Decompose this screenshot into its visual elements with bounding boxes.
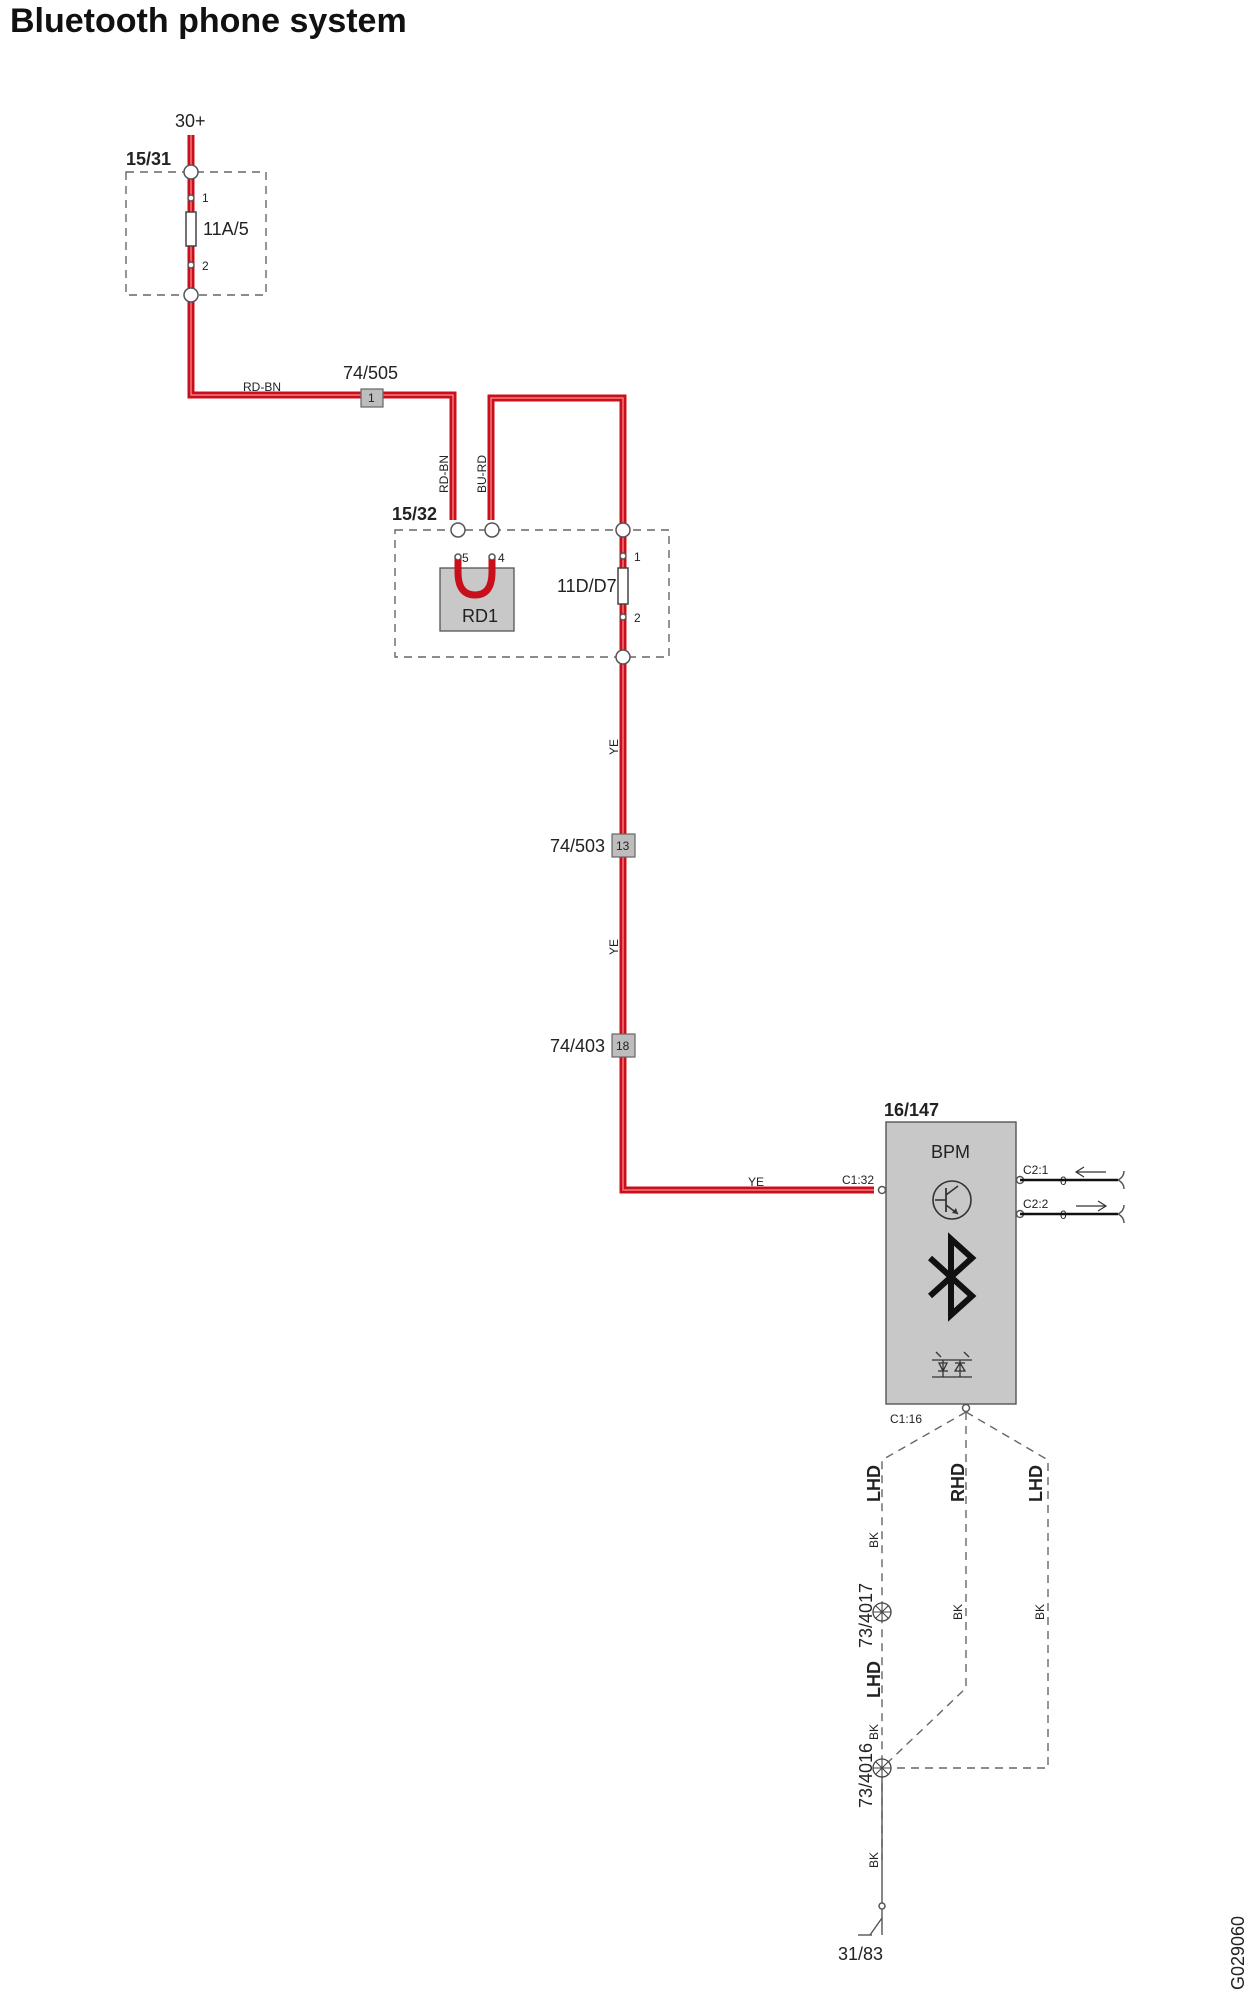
wire-code-ye-1: YE [607, 739, 621, 755]
terminal [183, 164, 199, 180]
rhd-label: RHD [948, 1463, 968, 1502]
pin-c2-2-label: C2:2 [1023, 1197, 1049, 1211]
wire-code-bu-rd: BU-RD [475, 455, 489, 493]
ground-point-icon [872, 1758, 892, 1778]
lhd-label-right: LHD [1026, 1465, 1046, 1502]
fuse-11d-d7-symbol [617, 567, 629, 605]
fuse-pin-1: 1 [202, 191, 209, 205]
terminal [450, 522, 466, 538]
connector-74-503-label: 74/503 [550, 836, 605, 856]
relay-rd1-body [439, 567, 515, 632]
wire-code-bk-bottom: BK [867, 1852, 881, 1868]
bpm-module-name: BPM [931, 1142, 970, 1162]
fuse-11a-5-label: 11A/5 [203, 219, 249, 239]
terminal [615, 522, 631, 538]
connector-74-503 [611, 833, 636, 858]
bpm-module [877, 1121, 1025, 1413]
ground-wire-rhd [881, 1412, 967, 1769]
c2-wires [1020, 1166, 1125, 1224]
page-title: Bluetooth phone system [10, 2, 407, 40]
diode-pair-icon [932, 1351, 972, 1378]
terminal [183, 287, 199, 303]
lhd-label-left: LHD [864, 1465, 884, 1502]
ground-point-4017-label: 73/4017 [856, 1583, 876, 1648]
connector-74-503-pin: 13 [616, 839, 630, 853]
red-wires [187, 135, 874, 1194]
fuse2-pin-2: 2 [634, 611, 641, 625]
fusebox-15-31 [125, 164, 267, 303]
wire-code-ye-2: YE [607, 939, 621, 955]
connector-74-403-pin: 18 [616, 1039, 630, 1053]
wire-code-rd-bn-vertical: RD-BN [437, 455, 451, 493]
relay-rd1-label: RD1 [462, 606, 498, 626]
arrow-right-icon [1076, 1200, 1108, 1212]
ground-point-icon [872, 1602, 892, 1622]
arrow-left-icon [1074, 1166, 1106, 1178]
bluetooth-icon [927, 1232, 977, 1322]
wire-code-bk-left: BK [867, 1532, 881, 1548]
pin-c1-32-terminal [877, 1185, 887, 1195]
fuse-pin-2: 2 [202, 259, 209, 273]
fuse2-pin-1: 1 [634, 550, 641, 564]
ground-final-label: 31/83 [838, 1944, 883, 1964]
pin-c1-16-label: C1:16 [890, 1412, 922, 1426]
ground-wire-lhd-left [881, 1411, 967, 1860]
wire-code-bk-right: BK [1033, 1604, 1047, 1620]
relay-pin-4: 4 [498, 551, 505, 565]
connector-74-505-pin: 1 [368, 391, 375, 405]
wire-code-bk-mid: BK [951, 1604, 965, 1620]
fuse-11a-5-symbol [185, 211, 197, 247]
wire-relay-to-bpm [487, 394, 874, 1194]
wire-code-ye-3: YE [748, 1175, 764, 1189]
connector-74-403 [611, 1033, 636, 1058]
fusebox-15-32-outline [394, 529, 670, 658]
wire-code-bk-lower: BK [867, 1724, 881, 1740]
ground-wire-lhd-right [890, 1411, 1049, 1769]
ground-point-4016-label: 73/4016 [856, 1743, 876, 1808]
transistor-icon [932, 1180, 972, 1220]
terminal [484, 522, 500, 538]
lhd-label-lower: LHD [864, 1661, 884, 1698]
wire-code-rd-bn: RD-BN [243, 380, 281, 394]
bpm-module-id: 16/147 [884, 1100, 939, 1120]
figure-id: G029060 [1228, 1916, 1248, 1990]
wire-30-to-relay [187, 135, 457, 520]
pin-c1-32-label: C1:32 [842, 1173, 874, 1187]
terminal [615, 649, 631, 665]
pin-c1-16-terminal [961, 1403, 971, 1413]
connector-74-505-label: 74/505 [343, 363, 398, 383]
fusebox-15-32-label: 15/32 [392, 504, 437, 524]
fusebox-15-32 [394, 522, 670, 665]
pin-c2-1-label: C2:1 [1023, 1163, 1049, 1177]
ground-switch [869, 1917, 883, 1936]
fusebox-15-31-label: 15/31 [126, 149, 171, 169]
connector-74-403-label: 74/403 [550, 1036, 605, 1056]
fuse-11d-d7-label: 11D/D7 [557, 576, 617, 596]
supply-label: 30+ [175, 111, 206, 131]
ground-wiring [858, 1411, 1049, 1936]
relay-pin-5: 5 [462, 551, 469, 565]
connector-74-505 [360, 388, 384, 408]
